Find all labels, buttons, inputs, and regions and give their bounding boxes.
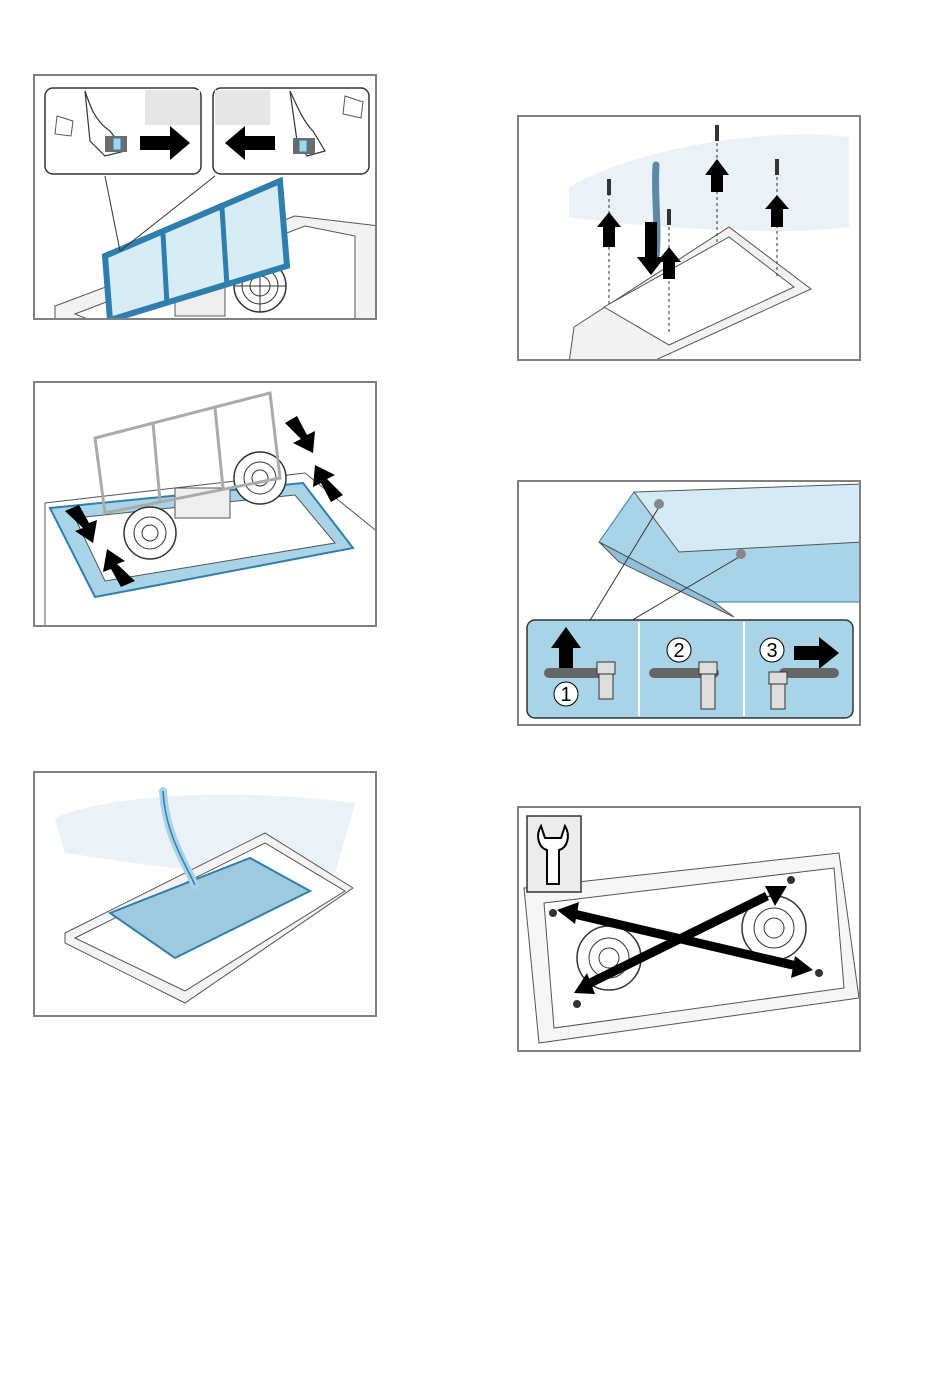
- arrow-down-icon: [637, 222, 665, 275]
- bolt-icon: [597, 662, 615, 699]
- clip-icon: [105, 136, 127, 152]
- inset-right: [213, 88, 369, 174]
- clip-icon: [293, 138, 315, 154]
- fan-icon: [124, 507, 176, 559]
- figure-6-cross-tighten: [517, 806, 861, 1052]
- figure-2-filter-seal: [33, 381, 377, 627]
- figure-3-cleaning: [33, 771, 377, 1017]
- bolt-icon: [699, 662, 717, 709]
- step-number-1: 1: [560, 684, 571, 706]
- step-number-3: 3: [766, 640, 777, 662]
- figure-5-bolt-steps: 1 2 3: [517, 480, 861, 726]
- inset-left: [45, 88, 201, 174]
- bolt-icon: [769, 672, 787, 709]
- wrench-icon: [779, 668, 839, 678]
- figure-1-filter-removal: [33, 74, 377, 320]
- figure-4-screws: [517, 115, 861, 361]
- step-number-2: 2: [673, 640, 684, 662]
- arrow-down-icon: [285, 416, 315, 453]
- wrench-icon: [527, 816, 581, 892]
